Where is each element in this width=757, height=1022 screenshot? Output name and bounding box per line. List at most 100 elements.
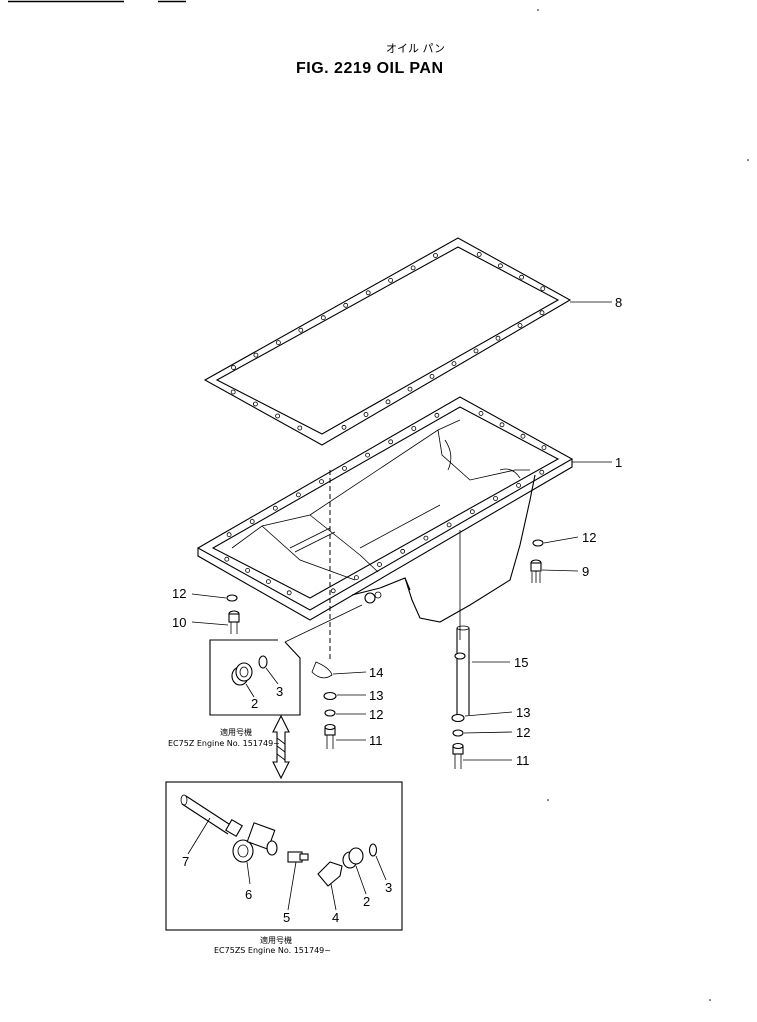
bolt-hole [410,265,416,271]
callout-labels: 8 1 12 9 12 10 14 13 12 11 15 13 12 11 2… [172,295,622,925]
callout-8: 8 [615,295,622,310]
bolt-hole [298,327,304,333]
callout-7: 7 [182,854,189,869]
callout-4: 4 [332,910,339,925]
applicability-note-lower: EC75ZS Engine No. 151749~ [214,946,331,955]
drain-assembly-inset-ec75zs [165,781,403,931]
bolt-hole [249,519,255,524]
bolt-hole [224,556,230,562]
bolt-hole [499,422,505,428]
bolt-part-9 [530,539,544,583]
bolt-hole [451,361,457,367]
callout-3: 3 [276,684,283,699]
callout-leaders [187,301,612,911]
bolt-hole [411,426,417,431]
title-japanese: オイル パン [386,42,445,55]
drain-stack-center [311,661,337,749]
bolt-hole [297,425,303,431]
bolt-hole [230,389,236,395]
bolt-hole [253,352,259,358]
bolt-hole [539,310,545,316]
bolt-hole [385,399,391,405]
bolt-hole [365,290,371,296]
bolt-hole [446,522,452,528]
drain-plug-inset-ec75z [209,604,363,716]
bolt-hole [275,340,281,346]
callout-12: 12 [369,707,383,722]
bolt-hole [520,433,526,439]
bolt-hole [353,575,359,580]
bolt-hole [434,412,440,418]
applicability-note-upper: EC75Z Engine No. 151749~ [168,739,280,748]
callout-6: 6 [245,887,252,902]
callout-9: 9 [582,564,589,579]
bolt-hole [478,410,484,416]
scan-speck [747,159,749,161]
bolt-hole [433,253,438,258]
callout-5: 5 [283,910,290,925]
scan-speck [547,799,549,801]
double-arrow-icon [272,714,290,780]
applicability-note-upper-jp: 適用号機 [220,727,252,737]
bolt-hole [495,335,501,341]
bolt-hole [377,562,382,567]
bolt-hole [476,251,482,257]
oil-pan-part-1 [196,396,574,623]
bolt-hole [423,535,429,541]
bolt-hole [275,413,281,419]
bolt-hole [429,373,435,379]
callout-14: 14 [369,665,383,680]
bolt-hole [388,439,394,445]
bolt-hole [517,323,523,328]
suction-pipe-part-15 [451,625,470,769]
bolt-hole [519,274,524,280]
callout-12: 12 [172,586,186,601]
bolt-hole [272,505,278,511]
bolt-part-10 [226,594,240,634]
callout-2: 2 [251,696,258,711]
bolt-hole [400,548,406,554]
bolt-hole [539,469,545,475]
bolt-hole [226,532,232,538]
bolt-hole [342,465,347,471]
callout-11: 11 [516,753,530,768]
scan-speck [709,999,711,1001]
bolt-hole [252,401,258,407]
bolt-hole [363,412,369,417]
bolt-hole [343,302,349,308]
bolt-hole [541,445,547,451]
bolt-hole [341,424,347,430]
bolt-hole [295,492,301,498]
bolt-hole [245,568,251,573]
callout-13: 13 [369,688,383,703]
callout-11: 11 [369,733,383,748]
applicability-note-lower-jp: 適用号機 [260,935,292,945]
gasket-part-8 [203,237,572,446]
scan-speck [537,9,539,11]
callout-2: 2 [363,894,370,909]
figure-title: FIG. 2219 OIL PAN [296,60,444,77]
callout-13: 13 [516,705,530,720]
bolt-hole [330,588,336,594]
bolt-hole [516,482,521,488]
bolt-hole [319,479,324,485]
callout-12: 12 [582,530,596,545]
bolt-hole [473,348,479,354]
bolt-hole [286,590,292,596]
callout-3: 3 [385,880,392,895]
bolt-hole [407,386,413,392]
bolt-hole [388,277,394,283]
callout-10: 10 [172,615,186,630]
callout-1: 1 [615,455,622,470]
callout-12: 12 [516,725,530,740]
bolt-hole [231,365,236,370]
bolt-hole [469,509,475,515]
bolt-hole [265,579,271,584]
bolt-hole [540,286,546,292]
bolt-hole [320,315,326,321]
callout-15: 15 [514,655,528,670]
bolt-hole [365,452,371,458]
bolt-hole [493,496,498,501]
bolt-hole [497,263,503,269]
